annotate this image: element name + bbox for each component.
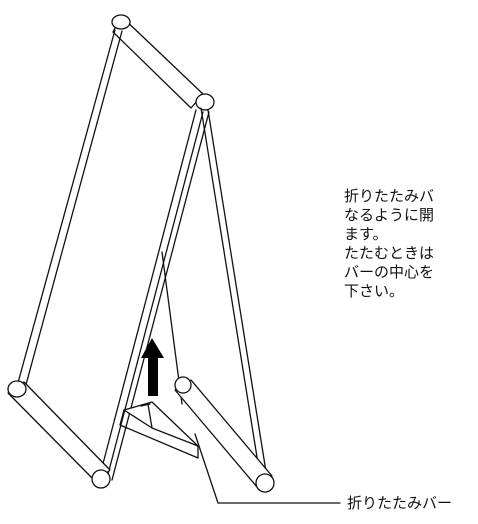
front-frame	[15, 29, 210, 481]
instruction-line: なるように開	[344, 206, 435, 224]
up-arrow-icon	[141, 338, 164, 396]
instruction-line: ます。	[344, 225, 388, 243]
back-bottom-rod	[174, 376, 275, 493]
instruction-line: 下さい。	[344, 282, 405, 300]
instruction-text: 折りたたみバ なるように開 ます。 たたむときは バーの中心を 下さい。	[344, 187, 478, 301]
callout-leader-line	[194, 433, 341, 504]
front-bottom-rod	[7, 380, 111, 489]
top-crossbar	[111, 14, 215, 111]
instruction-line: 折りたたみバ	[344, 187, 435, 205]
folding-bar-label: 折りたたみバー	[347, 494, 453, 512]
instruction-line: たたむときは	[344, 244, 435, 262]
folding-bar	[119, 401, 199, 459]
instruction-line: バーの中心を	[344, 263, 435, 281]
